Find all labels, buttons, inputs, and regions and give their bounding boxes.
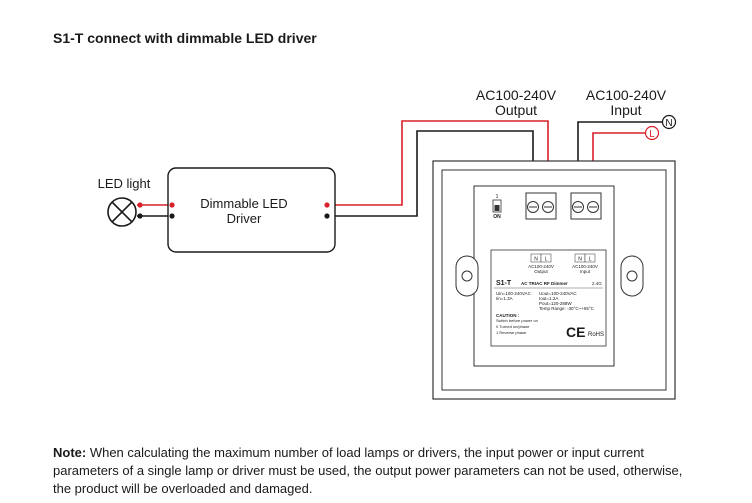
input-voltage-label: AC100-240V [586,87,667,103]
sticker-option-1: 0 Turned on/phase [496,324,530,329]
led-neutral-dot [137,213,143,219]
output-neutral-wire [334,130,534,217]
sticker-caution-text: Switch before power on [496,318,538,323]
driver-out-live-dot [324,202,330,208]
rohs-mark: RoHS [588,332,604,338]
output-label: Output [495,102,537,118]
driver-out-neutral-dot [324,213,330,219]
sticker-in-n: N [578,257,582,263]
sticker-in-l: L [589,257,592,263]
sticker-spec-right-3: Pout=120-288W [539,301,572,306]
sticker-model: S1-T [496,280,512,287]
device-label-sticker [490,249,607,347]
neutral-marker-icon [661,114,677,130]
sticker-in-volt: AC100-240V [572,264,598,269]
driver-box [167,167,336,253]
led-light-label: LED light [98,176,151,191]
output-terminal-screw-l-icon [542,201,554,213]
sticker-out-label: Output [534,269,548,274]
sticker-option-2: 1 Reverse phase [496,330,527,335]
right-mount-hole-icon [620,255,644,297]
led-lamp-icon [107,197,137,227]
note-label: Note: [53,445,87,460]
output-terminal-screw-n-icon [527,201,539,213]
diagram-title: S1-T connect with dimmable LED driver [53,30,317,46]
driver-label-line1: Dimmable LED [200,196,287,211]
left-mount-hole-icon [455,255,479,297]
live-marker-icon [644,125,660,141]
output-live-wire [334,120,549,207]
driver-in-neutral-dot [169,213,175,219]
sticker-spec-right-4: Temp Range: -30°C~+55°C [539,306,595,311]
input-label: Input [610,102,641,118]
sticker-spec-right-1: Uout=100-240VAC [539,291,577,296]
sticker-spec-right-2: Iout=1.2A [539,296,558,301]
sticker-spec-left-2: Iin=1.3A [496,296,513,301]
sticker-rf: 2.4G [592,281,602,286]
neutral-marker-label: N [665,118,672,129]
s1-t-dimmer: 1 ON N L N [432,160,676,400]
driver-in-live-dot [169,202,175,208]
dip-switch: 1 ON [492,194,502,220]
driver-label-line2: Driver [227,211,262,226]
wiring-diagram: AC100-240V Output AC100-240V Input N L L… [98,87,677,400]
sticker-out-volt: AC100-240V [528,264,554,269]
ce-mark-icon: CE [566,324,585,340]
note-text: When calculating the maximum number of l… [53,445,683,496]
sticker-spec-left-1: Uin=100-240VAC [496,291,532,296]
dip-switch-number: 1 [496,194,499,200]
sticker-model-desc: AC TRIAC RF Dimmer [521,281,568,286]
sticker-out-n: N [534,257,538,263]
sticker-in-label: Input [580,269,591,274]
dip-switch-on-label: ON [493,214,501,220]
input-terminal-screw-n-icon [572,201,584,213]
input-terminal-screw-l-icon [587,201,599,213]
output-voltage-label: AC100-240V [476,87,557,103]
led-live-dot [137,202,143,208]
note-paragraph: Note: When calculating the maximum numbe… [53,444,693,498]
sticker-caution: CAUTION : [496,313,520,318]
live-marker-label: L [649,129,655,140]
sticker-out-l: L [545,257,548,263]
